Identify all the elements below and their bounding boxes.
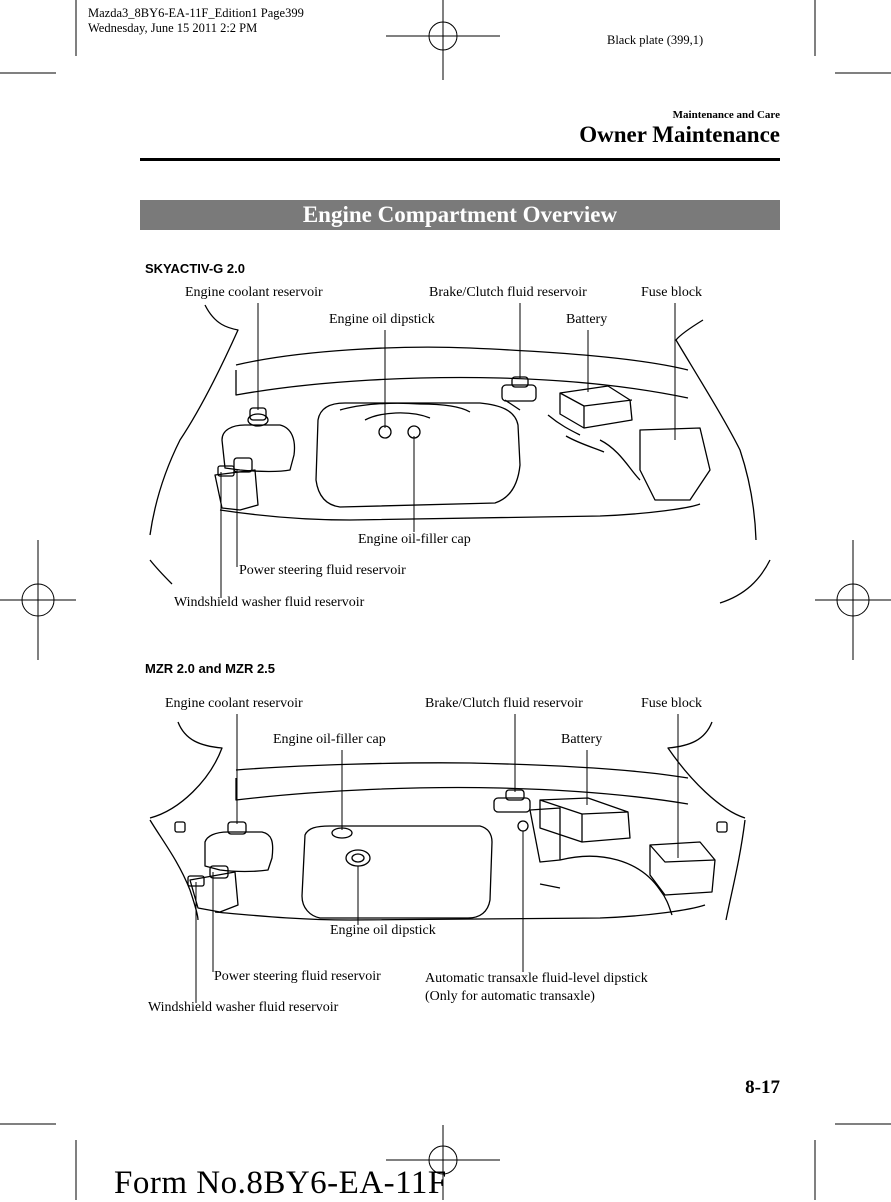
- d2-label-dipstick: Engine oil dipstick: [330, 923, 436, 938]
- d1-label-filler: Engine oil-filler cap: [358, 532, 471, 547]
- d2-label-washer: Windshield washer fluid reservoir: [148, 1000, 339, 1015]
- print-header-plate: Black plate (399,1): [607, 33, 704, 47]
- heading-rule: [140, 158, 780, 161]
- d2-label-atf-note: (Only for automatic transaxle): [425, 989, 595, 1004]
- d2-label-fuse: Fuse block: [641, 696, 703, 711]
- d1-label-brake: Brake/Clutch fluid reservoir: [429, 285, 587, 300]
- d2-label-brake: Brake/Clutch fluid reservoir: [425, 696, 583, 711]
- form-number: Form No.8BY6-EA-11F: [114, 1165, 447, 1201]
- section-title: Owner Maintenance: [579, 122, 780, 147]
- d2-label-coolant: Engine coolant reservoir: [165, 696, 303, 711]
- d2-label-atf: Automatic transaxle fluid-level dipstick: [425, 971, 648, 986]
- page-number: 8-17: [745, 1077, 780, 1098]
- chapter-label: Maintenance and Care: [672, 109, 780, 121]
- d1-label-steering: Power steering fluid reservoir: [239, 563, 406, 578]
- d1-label-dipstick: Engine oil dipstick: [329, 312, 435, 327]
- page-banner: Engine Compartment Overview: [140, 200, 780, 230]
- d1-label-battery: Battery: [566, 312, 608, 327]
- print-header-file: Mazda3_8BY6-EA-11F_Edition1 Page399: [88, 6, 304, 20]
- diagram2-heading: MZR 2.0 and MZR 2.5: [145, 661, 276, 676]
- print-header-date: Wednesday, June 15 2011 2:2 PM: [88, 21, 258, 35]
- diagram1-heading: SKYACTIV-G 2.0: [145, 261, 245, 276]
- d1-label-coolant: Engine coolant reservoir: [185, 285, 323, 300]
- d2-label-battery: Battery: [561, 732, 603, 747]
- d1-label-fuse: Fuse block: [641, 285, 703, 300]
- d2-label-filler: Engine oil-filler cap: [273, 732, 386, 747]
- d1-label-washer: Windshield washer fluid reservoir: [174, 595, 365, 610]
- d2-label-steering: Power steering fluid reservoir: [214, 969, 381, 984]
